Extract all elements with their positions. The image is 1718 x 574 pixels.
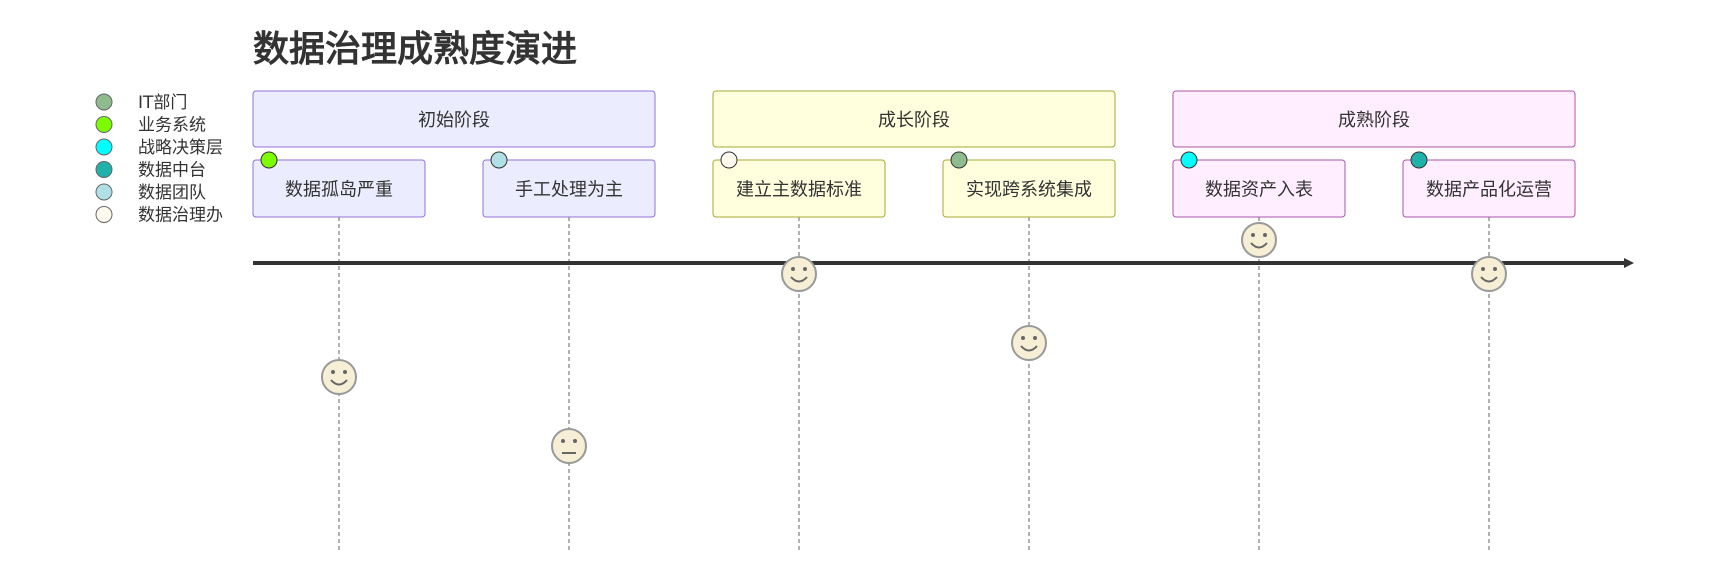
task-lines [338, 217, 1490, 550]
section-box [712, 90, 1116, 148]
legend-swatch [95, 206, 113, 223]
legend-label: 数据治理办 [138, 206, 223, 226]
task-label: 数据孤岛严重 [285, 180, 393, 201]
neutral-face-icon [551, 428, 587, 464]
legend-label: 数据中台 [138, 161, 206, 181]
actor-dot [720, 151, 738, 169]
task-box [712, 159, 886, 218]
legend-label: 战略决策层 [138, 138, 223, 158]
mood-faces [321, 222, 1507, 464]
smiley-face-icon [1471, 256, 1507, 292]
actor-dot [260, 151, 278, 169]
smiley-face-icon [781, 256, 817, 292]
section-box [252, 90, 656, 148]
task-label: 手工处理为主 [515, 180, 623, 201]
legend-swatch [95, 183, 113, 201]
task-box [252, 159, 426, 218]
legend-swatch [95, 116, 113, 133]
task-box [942, 159, 1116, 218]
task-box [1402, 159, 1576, 218]
legend-swatch [95, 93, 113, 111]
smiley-face-icon [321, 359, 357, 395]
diagram-title: 数据治理成熟度演进 [253, 29, 577, 70]
task-box [1172, 159, 1346, 218]
legend-label: 数据团队 [138, 183, 206, 203]
legend-label: 业务系统 [138, 116, 206, 136]
legend-label: IT部门 [138, 93, 187, 113]
task-label: 数据产品化运营 [1426, 180, 1552, 201]
task-box [482, 159, 656, 218]
section-label: 成长阶段 [878, 110, 950, 131]
legend-swatch [95, 161, 113, 178]
section-label: 初始阶段 [418, 110, 490, 131]
actor-dot [950, 151, 968, 169]
task-label: 数据资产入表 [1205, 180, 1313, 201]
actor-dot [1180, 151, 1198, 169]
section-label: 成熟阶段 [1338, 110, 1410, 131]
actor-dot [490, 151, 508, 169]
tasks: 数据孤岛严重 手工处理为主 建立主数据标准 实现跨系统集成 数据资产入表 数据产品化运营 [252, 151, 1576, 218]
sections: 初始阶段 成长阶段 成熟阶段 [252, 90, 1576, 148]
smiley-face-icon [1241, 222, 1277, 258]
actor-dot [1410, 151, 1428, 169]
task-label: 建立主数据标准 [736, 180, 862, 201]
legend-swatch [95, 138, 113, 156]
task-label: 实现跨系统集成 [966, 180, 1092, 201]
section-box [1172, 90, 1576, 148]
smiley-face-icon [1011, 325, 1047, 361]
